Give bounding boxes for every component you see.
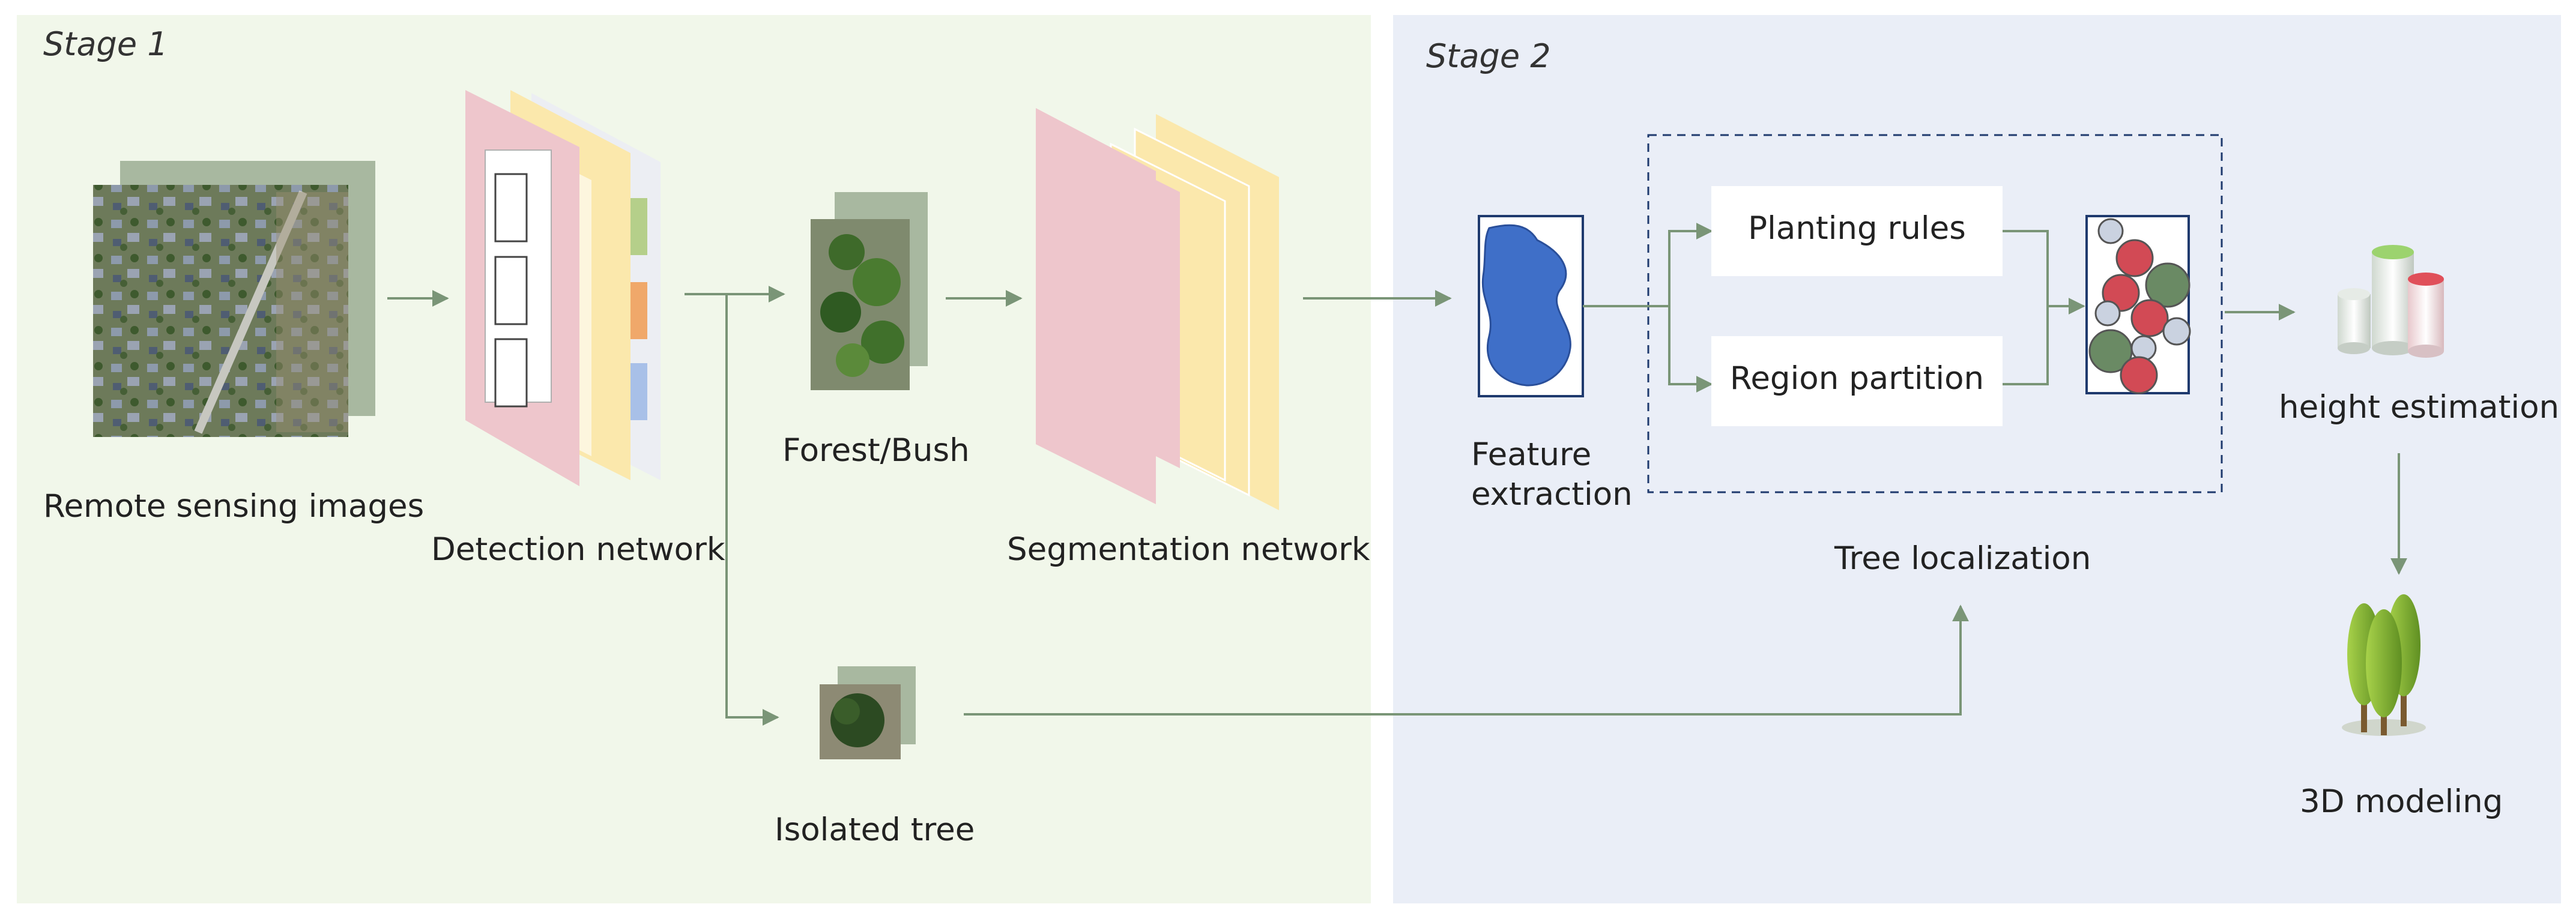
tree-positions-panel [2085,215,2191,394]
connector-region-out [2003,306,2049,385]
feature-extraction-label-line2: extraction [1471,476,1633,513]
forest-bush-image [811,192,928,390]
tree-localization-box [1647,134,2223,493]
trees-3d-model [2342,594,2426,736]
remote-sensing-image [93,161,375,437]
detection-network-layers [465,90,661,486]
tree-localization-label: Tree localization [1834,540,2091,577]
feature-extraction-label-line1: Feature [1471,436,1592,473]
height-estimation-label: height estimation [2279,389,2560,426]
height-estimation-cylinders [2338,245,2444,358]
stage1-title: Stage 1 [43,25,168,63]
planting-rules-box [1711,186,2003,276]
forest-bush-label: Forest/Bush [782,432,970,469]
stage2-title: Stage 2 [1426,37,1551,75]
arrow-isolated-to-localization [964,604,1969,716]
stage2-panel [1393,15,2561,903]
planting-rules-label: Planting rules [1748,210,1966,247]
segmentation-network-label: Segmentation network [1007,531,1370,568]
remote-sensing-label: Remote sensing images [43,488,425,525]
feature-extraction-map [1478,215,1584,397]
arrow-to-region-partition [1668,306,1713,393]
segmentation-network-layers [1036,108,1279,510]
connector-planting-out [2003,230,2049,306]
region-partition-label: Region partition [1729,360,1985,397]
arrow-to-isolated-tree [725,294,779,726]
isolated-tree-image [820,666,916,759]
arrow-to-planting-rules [1668,223,1713,306]
isolated-tree-label: Isolated tree [775,812,975,848]
detection-network-label: Detection network [431,531,725,568]
region-partition-box [1711,336,2003,426]
3d-modeling-label: 3D modeling [2300,783,2503,820]
